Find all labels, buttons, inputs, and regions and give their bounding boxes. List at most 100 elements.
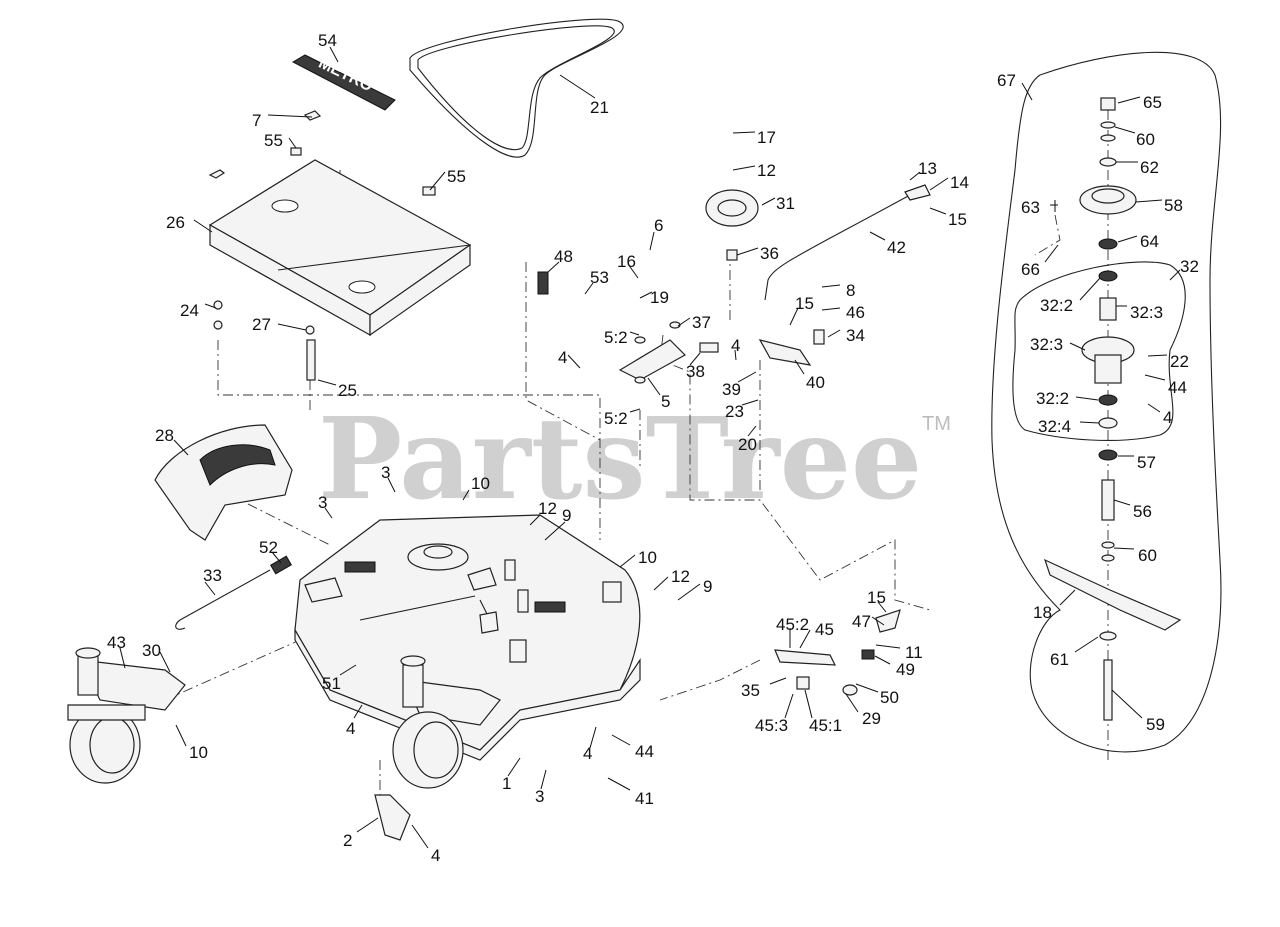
- part-callout-55[interactable]: 55: [264, 131, 283, 150]
- mower-deck[interactable]: [294, 514, 641, 761]
- part-callout-31[interactable]: 31: [776, 194, 795, 213]
- part-callout-10[interactable]: 10: [638, 548, 657, 567]
- part-callout-19[interactable]: 19: [650, 288, 669, 307]
- part-callout-59[interactable]: 59: [1146, 715, 1165, 734]
- spindle-parts[interactable]: [1043, 97, 1182, 721]
- part-callout-15[interactable]: 15: [948, 210, 967, 229]
- part-callout-44[interactable]: 44: [1168, 378, 1187, 397]
- part-callout-65[interactable]: 65: [1143, 93, 1162, 112]
- idler-arm[interactable]: [758, 339, 812, 366]
- part-callout-49[interactable]: 49: [896, 660, 915, 679]
- part-callout-32-3[interactable]: 32:3: [1130, 303, 1163, 322]
- part-callout-3[interactable]: 3: [535, 787, 544, 806]
- part-callout-29[interactable]: 29: [862, 709, 881, 728]
- part-callout-26[interactable]: 26: [166, 213, 185, 232]
- part-callout-67[interactable]: 67: [997, 71, 1016, 90]
- part-callout-18[interactable]: 18: [1033, 603, 1052, 622]
- pivot-arm[interactable]: [774, 649, 836, 666]
- part-callout-9[interactable]: 9: [562, 506, 571, 525]
- discharge-deflector[interactable]: [154, 424, 293, 541]
- part-callout-4[interactable]: 4: [583, 744, 592, 763]
- part-callout-41[interactable]: 41: [635, 789, 654, 808]
- part-callout-20[interactable]: 20: [738, 435, 757, 454]
- part-callout-39[interactable]: 39: [722, 380, 741, 399]
- gauge-wheel-left[interactable]: [67, 647, 186, 784]
- part-callout-45-1[interactable]: 45:1: [809, 716, 842, 735]
- part-callout-27[interactable]: 27: [252, 315, 271, 334]
- part-callout-43[interactable]: 43: [107, 633, 126, 652]
- part-callout-10[interactable]: 10: [189, 743, 208, 762]
- part-callout-15[interactable]: 15: [867, 588, 886, 607]
- part-callout-12[interactable]: 12: [757, 161, 776, 180]
- part-callout-32-2[interactable]: 32:2: [1040, 296, 1073, 315]
- part-callout-3[interactable]: 3: [381, 463, 390, 482]
- part-callout-22[interactable]: 22: [1170, 352, 1189, 371]
- part-callout-44[interactable]: 44: [635, 742, 654, 761]
- part-callout-14[interactable]: 14: [950, 173, 969, 192]
- part-callout-28[interactable]: 28: [155, 426, 174, 445]
- part-callout-11[interactable]: 11: [905, 643, 923, 662]
- drive-belt[interactable]: [409, 18, 624, 158]
- part-callout-23[interactable]: 23: [725, 402, 744, 421]
- part-callout-24[interactable]: 24: [180, 301, 199, 320]
- part-callout-61[interactable]: 61: [1050, 650, 1069, 669]
- part-callout-3[interactable]: 3: [318, 493, 327, 512]
- part-callout-4[interactable]: 4: [731, 336, 740, 355]
- gauge-wheel-center[interactable]: [392, 655, 501, 789]
- part-callout-16[interactable]: 16: [617, 252, 636, 271]
- part-callout-63[interactable]: 63: [1021, 198, 1040, 217]
- part-callout-21[interactable]: 21: [590, 98, 609, 117]
- part-callout-45-2[interactable]: 45:2: [776, 615, 809, 634]
- part-callout-6[interactable]: 6: [654, 216, 663, 235]
- part-callout-50[interactable]: 50: [880, 688, 899, 707]
- part-callout-1[interactable]: 1: [502, 774, 511, 793]
- top-cover[interactable]: [208, 159, 472, 337]
- part-callout-5-2[interactable]: 5:2: [604, 409, 628, 428]
- part-callout-36[interactable]: 36: [760, 244, 779, 263]
- part-callout-55[interactable]: 55: [447, 167, 466, 186]
- part-callout-53[interactable]: 53: [590, 268, 609, 287]
- idler-assembly[interactable]: [537, 189, 759, 384]
- part-callout-10[interactable]: 10: [471, 474, 490, 493]
- part-callout-5-2[interactable]: 5:2: [604, 328, 628, 347]
- spring[interactable]: [270, 555, 292, 575]
- part-callout-45[interactable]: 45: [815, 620, 834, 639]
- part-callout-47[interactable]: 47: [852, 612, 871, 631]
- part-callout-38[interactable]: 38: [686, 362, 705, 381]
- part-callout-40[interactable]: 40: [806, 373, 825, 392]
- part-callout-34[interactable]: 34: [846, 326, 865, 345]
- part-callout-32[interactable]: 32: [1180, 257, 1199, 276]
- part-callout-58[interactable]: 58: [1164, 196, 1183, 215]
- part-callout-46[interactable]: 46: [846, 303, 865, 322]
- part-callout-57[interactable]: 57: [1137, 453, 1156, 472]
- part-callout-51[interactable]: 51: [322, 674, 341, 693]
- part-callout-37[interactable]: 37: [692, 313, 711, 332]
- part-callout-48[interactable]: 48: [554, 247, 573, 266]
- lift-rod[interactable]: [175, 569, 271, 630]
- part-callout-17[interactable]: 17: [757, 128, 776, 147]
- bracket[interactable]: [374, 794, 411, 841]
- part-callout-8[interactable]: 8: [846, 281, 855, 300]
- part-callout-9[interactable]: 9: [703, 577, 712, 596]
- part-callout-12[interactable]: 12: [671, 567, 690, 586]
- part-callout-60[interactable]: 60: [1136, 130, 1155, 149]
- part-callout-30[interactable]: 30: [142, 641, 161, 660]
- part-callout-15[interactable]: 15: [795, 294, 814, 313]
- part-callout-66[interactable]: 66: [1021, 260, 1040, 279]
- part-callout-45-3[interactable]: 45:3: [755, 716, 788, 735]
- part-callout-4[interactable]: 4: [431, 846, 440, 865]
- part-callout-13[interactable]: 13: [918, 159, 937, 178]
- part-callout-4[interactable]: 4: [558, 348, 567, 367]
- part-callout-56[interactable]: 56: [1133, 502, 1152, 521]
- part-callout-4[interactable]: 4: [346, 719, 355, 738]
- part-callout-35[interactable]: 35: [741, 681, 760, 700]
- part-callout-33[interactable]: 33: [203, 566, 222, 585]
- part-callout-62[interactable]: 62: [1140, 158, 1159, 177]
- part-callout-12[interactable]: 12: [538, 499, 557, 518]
- part-callout-64[interactable]: 64: [1140, 232, 1159, 251]
- part-callout-25[interactable]: 25: [338, 381, 357, 400]
- part-callout-32-3[interactable]: 32:3: [1030, 335, 1063, 354]
- part-callout-4[interactable]: 4: [1163, 408, 1172, 427]
- part-callout-32-2[interactable]: 32:2: [1036, 389, 1069, 408]
- part-callout-2[interactable]: 2: [343, 831, 352, 850]
